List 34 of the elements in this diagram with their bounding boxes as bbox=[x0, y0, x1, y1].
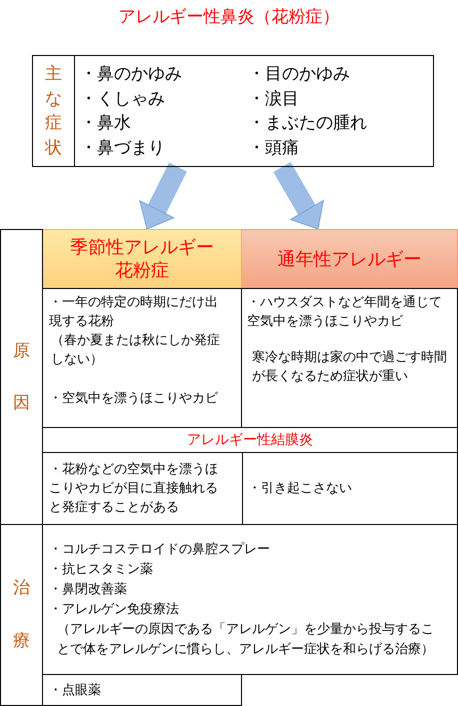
note-text: （アレルギーの原因である「アレルゲン」を少量から投与することで体をアレルゲンに慣らし、アレルギー症状を和らげる治療） bbox=[57, 620, 435, 658]
list-item: ・花粉などの空気中を漂うほこりやカビが目に直接触れると発症することがある bbox=[49, 461, 219, 517]
list-item: ・アレルゲン免疫療法 bbox=[49, 600, 179, 618]
list-item: ・くしゃみ bbox=[80, 88, 165, 110]
list-item: ・頭痛 bbox=[248, 136, 299, 160]
row-heading: 治療 bbox=[13, 577, 30, 653]
list-item: ・まぶたの腫れ bbox=[248, 112, 367, 135]
list-item: ・抗ヒスタミン薬 bbox=[49, 560, 153, 578]
table-cell bbox=[241, 288, 458, 428]
list-item: ・コルチコステロイドの鼻腔スプレー bbox=[49, 540, 270, 558]
symptom-box bbox=[32, 55, 434, 167]
list-item: ・鼻閉改善薬 bbox=[49, 580, 127, 598]
list-item: ・鼻水 bbox=[80, 112, 131, 135]
note-text: （春か夏または秋にしか発症しない） bbox=[51, 332, 221, 369]
table-cell bbox=[42, 674, 242, 706]
list-item: ・ハウスダストなど年間を通じて空気中を漂うほこりやカビ bbox=[247, 294, 443, 331]
column-header-cell bbox=[43, 229, 242, 288]
column-header-cell bbox=[242, 229, 458, 288]
list-item: ・点眼薬 bbox=[49, 682, 101, 700]
list-item: ・目のかゆみ bbox=[248, 63, 350, 86]
note-text: 寒冷な時期は家の中で過ごす時間が長くなるため症状が重い bbox=[252, 349, 448, 386]
list-item: ・一年の特定の時期にだけ出現する花粉 bbox=[49, 294, 219, 331]
list-item: ・引き起こさない bbox=[248, 480, 352, 498]
list-item: ・鼻づまり bbox=[80, 136, 165, 160]
diagram-title: アレルギー性鼻炎（花粉症） bbox=[118, 6, 340, 28]
list-item: ・涙目 bbox=[248, 88, 299, 110]
row-heading: 原因 bbox=[13, 340, 30, 415]
row-header-cell bbox=[0, 524, 43, 706]
list-item: ・鼻のかゆみ bbox=[80, 63, 182, 86]
list-item: ・空気中を漂うほこりやカビ bbox=[49, 390, 218, 408]
column-heading: 季節性アレルギー花粉症 bbox=[69, 236, 215, 282]
row-heading: 主な症状 bbox=[45, 63, 62, 160]
section-heading: アレルギー性結膜炎 bbox=[187, 431, 313, 449]
column-heading: 通年性アレルギー bbox=[278, 248, 422, 270]
